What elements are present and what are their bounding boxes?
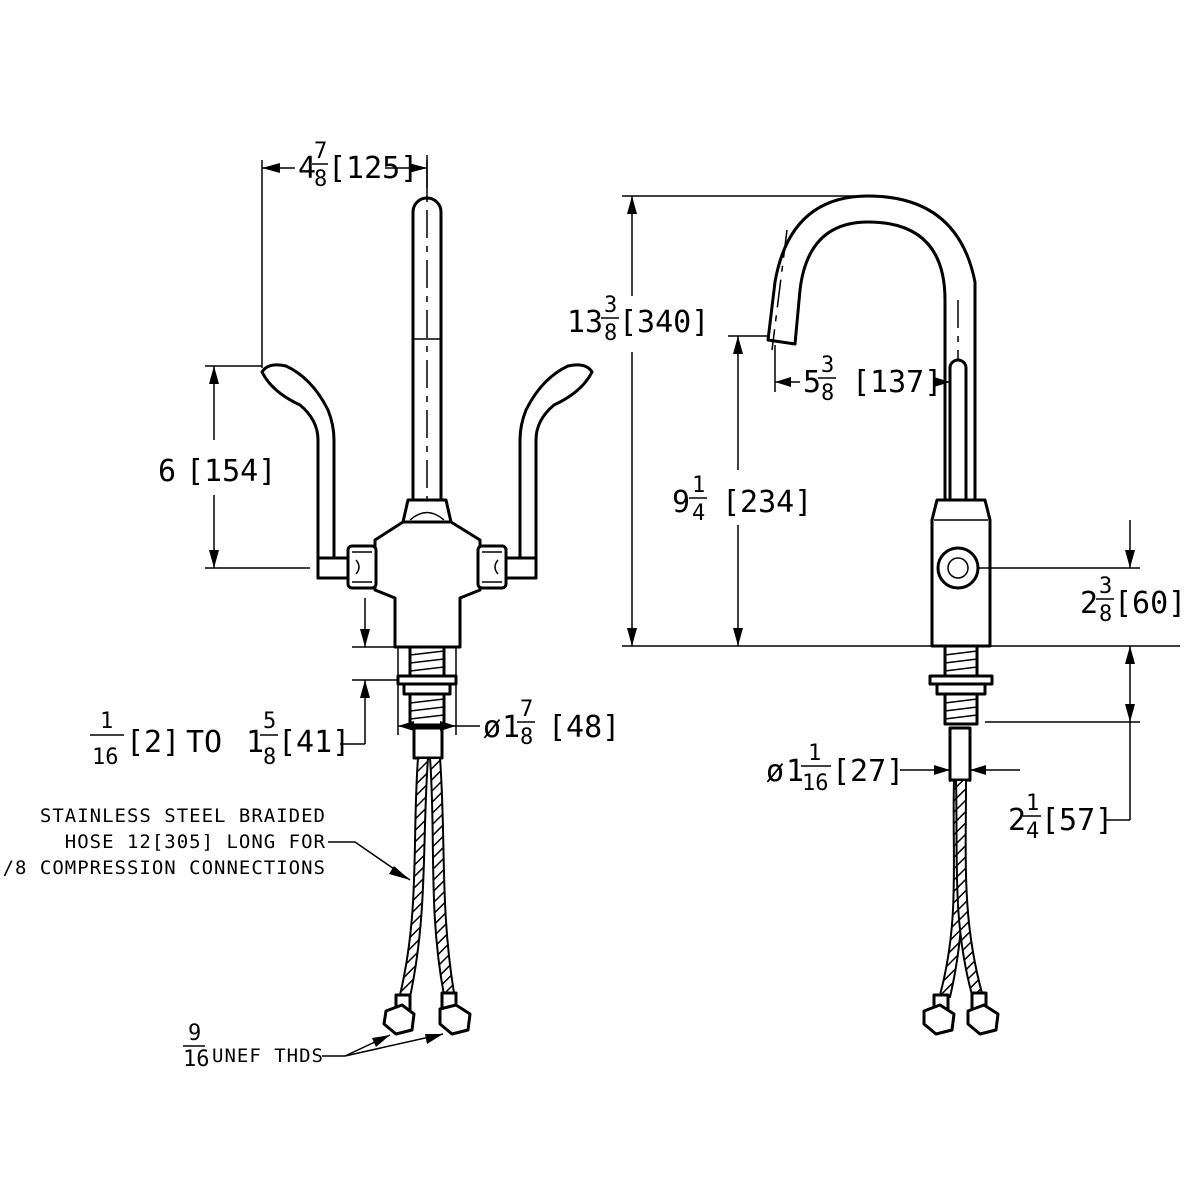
front-left-wrist-handle [260,363,336,580]
front-diameter-den: 8 [520,725,533,750]
front-top-nut [401,498,453,524]
front-left-handle-hub [316,544,378,590]
side-spout-height-dimension: 9 1 4 [234] [672,335,812,646]
front-handle-height-dimension: 6 [154] [158,365,310,569]
side-overall-height-den: 8 [604,321,617,346]
side-handle-axis-num: 3 [1099,574,1112,599]
side-shank-diameter-den: 16 [802,771,829,796]
side-reach-metric: [137] [852,365,942,400]
front-width-metric: [125] [328,151,418,186]
side-overall-height-metric: [340] [619,305,709,340]
side-handle-axis-whole: 2 [1080,586,1098,621]
front-deck-range-dimension: 1 16 [2] TO 1 5 8 [41] [90,598,398,770]
front-braided-hoses [382,757,472,1036]
front-diameter-num: 7 [520,697,533,722]
deck-to-metric: [41] [278,725,350,760]
side-overall-height-dimension: 13 3 8 [340] [567,195,862,646]
front-width-dimension: 4 7 8 [125] [261,139,428,368]
hose-note-line-1: STAINLESS STEEL BRAIDED [40,805,326,827]
side-view: 13 3 8 [340] 9 1 4 [234] 5 3 [567,194,1186,1036]
side-overall-height-num: 3 [604,293,617,318]
side-reach-dimension: 5 3 8 [137] [774,345,950,406]
side-spout-height-metric: [234] [722,485,812,520]
side-shank-length-dimension: 2 1 4 [57] [985,646,1140,844]
front-diameter-symbol: ø [483,710,501,745]
side-braided-hoses [922,779,1000,1036]
side-handle-axis-dimension: 2 3 8 [60] [978,520,1186,627]
side-shank-diameter-metric: [27] [832,754,904,789]
front-diameter-dimension: ø 1 7 8 [48] [397,647,620,750]
front-spout [411,160,443,530]
side-shank-length-whole: 2 [1008,803,1026,838]
front-right-wrist-handle [518,363,594,580]
side-handle-axis-metric: [60] [1114,586,1186,621]
thread-note-text: UNEF THDS [212,1045,324,1067]
front-width-num: 7 [314,139,327,164]
side-shank-diameter-whole: 1 [786,754,804,789]
hose-note: STAINLESS STEEL BRAIDED HOSE 12[305] LON… [0,805,411,881]
hose-note-line-3: 3/8 COMPRESSION CONNECTIONS [0,857,326,879]
side-spout-height-whole: 9 [672,485,690,520]
front-valve-body [373,520,482,649]
front-diameter-whole: 1 [502,710,520,745]
front-threaded-shank [396,645,458,760]
side-shank-length-den: 4 [1026,819,1039,844]
deck-to-num: 5 [263,709,276,734]
side-handle-axis-den: 8 [1099,602,1112,627]
thread-note-num: 9 [188,1021,201,1046]
front-handle-height-metric: [154] [186,454,276,489]
thread-note-den: 16 [183,1047,210,1072]
side-shank-length-num: 1 [1026,791,1039,816]
front-width-whole: 4 [298,151,316,186]
front-view: 4 7 8 [125] 6 [154] 1 [0,139,620,1072]
side-spout-height-den: 4 [692,501,705,526]
front-diameter-metric: [48] [548,710,620,745]
deck-from-den: 16 [92,745,119,770]
deck-to-den: 8 [263,745,276,770]
side-shank-diameter-dimension: ø 1 1 16 [27] [766,732,1020,796]
side-spout-height-num: 1 [692,473,705,498]
front-width-den: 8 [314,167,327,192]
front-right-handle-hub [476,544,538,590]
side-shank-diameter-symbol: ø [766,754,784,789]
hose-note-line-2: HOSE 12[305] LONG FOR [65,831,326,853]
side-handle-hub [936,546,980,590]
thread-note: 9 16 UNEF THDS [183,1021,444,1072]
side-reach-num: 3 [821,353,834,378]
side-reach-den: 8 [821,381,834,406]
side-shank-length-metric: [57] [1041,803,1113,838]
side-reach-whole: 5 [803,365,821,400]
deck-to-word: TO [186,725,222,760]
deck-to-whole: 1 [246,725,264,760]
side-shank-diameter-num: 1 [808,741,821,766]
deck-from-metric: [2] [126,725,180,760]
deck-from-num: 1 [100,709,113,734]
side-threaded-shank [928,644,994,782]
front-handle-height-imperial: 6 [158,454,176,489]
side-overall-height-whole: 13 [567,305,603,340]
